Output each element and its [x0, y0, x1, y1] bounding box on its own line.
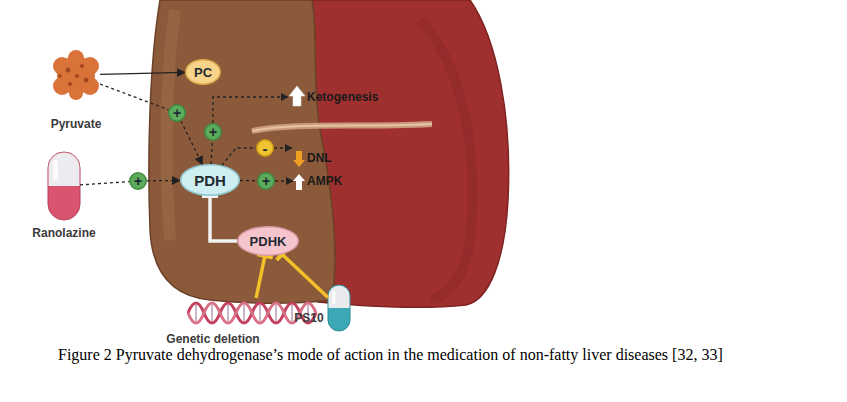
node-text: + — [129, 172, 147, 190]
drug-node: PS10 — [328, 285, 350, 331]
node-ellipse — [181, 165, 240, 196]
connector-line — [210, 196, 237, 241]
enzyme-ellipse: PDHK — [237, 226, 299, 256]
node-label: Genetic deletion — [148, 332, 278, 346]
node-text: + — [257, 172, 275, 190]
activation-circle: + — [257, 172, 275, 190]
connector-line — [181, 121, 202, 164]
node-ellipse — [238, 227, 299, 256]
up-arrow-symbol — [293, 174, 305, 190]
node-ellipse — [205, 124, 222, 141]
drug-node: Ranolazine — [48, 152, 80, 220]
liver-left-shade — [167, 10, 175, 240]
activation-circle: + — [129, 172, 147, 190]
node-text: PDHK — [237, 226, 299, 256]
node-label: PS10 — [292, 311, 326, 325]
node-ellipse — [169, 105, 186, 122]
output-label: AMPK — [307, 174, 342, 188]
node-ellipse — [257, 140, 274, 157]
pyruvate-node: Pyruvate — [52, 55, 100, 95]
ligament-highlight — [252, 124, 432, 131]
node-text: PC — [185, 59, 221, 85]
liver-right-shade — [420, 20, 473, 300]
down-arrow-symbol — [293, 151, 305, 167]
connector-line — [100, 72, 185, 74]
node-ellipse — [186, 60, 221, 85]
gene-node: Genetic deletion — [188, 298, 318, 328]
inhibition-circle: - — [256, 139, 274, 157]
connector-line — [256, 256, 265, 298]
node-text: - — [256, 139, 274, 157]
pyruvate-icon — [53, 50, 99, 100]
connector-line — [211, 141, 212, 164]
connector-line — [240, 180, 257, 182]
node-text: + — [204, 123, 222, 141]
node-text: + — [168, 104, 186, 122]
ranolazine-pill — [48, 152, 80, 220]
node-label: Ranolazine — [19, 226, 109, 240]
leader-dnl — [274, 147, 292, 148]
node-ellipse — [258, 173, 275, 190]
leader-ketogenesis — [213, 97, 288, 123]
liver-left-lobe — [149, 0, 335, 303]
connector-line — [222, 148, 256, 165]
ps10-pill — [328, 285, 350, 331]
output-label: DNL — [307, 151, 332, 165]
figure-caption: Figure 2 Pyruvate dehydrogenase’s mode o… — [58, 344, 844, 366]
ligament-band — [252, 124, 432, 131]
connector-line — [282, 254, 328, 297]
connector-line — [100, 84, 169, 110]
output-label: Ketogenesis — [307, 90, 378, 104]
leader-ampk — [275, 180, 293, 181]
node-label: Pyruvate — [36, 117, 116, 131]
activation-circle: + — [168, 104, 186, 122]
connector-line — [147, 180, 180, 182]
enzyme-ellipse: PC — [185, 59, 221, 85]
up-arrow-symbol — [289, 86, 305, 106]
connector-line — [80, 182, 129, 185]
node-ellipse — [130, 173, 147, 190]
activation-circle: + — [204, 123, 222, 141]
node-text: PDH — [180, 164, 240, 196]
enzyme-ellipse: PDH — [180, 164, 240, 196]
